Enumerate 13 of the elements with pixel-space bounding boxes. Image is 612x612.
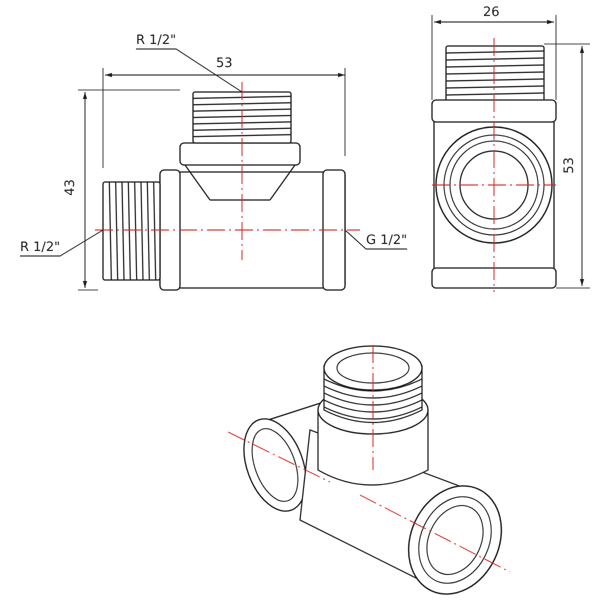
thread-label: R 1/2" [136,33,176,48]
dimension-label: 53 [216,56,233,71]
side-thread-drawing [102,181,161,281]
dimension-label: 53 [562,157,577,174]
dimension-label: 43 [62,179,78,196]
leader-line [136,48,242,92]
leader-line [344,230,408,250]
top-thread-drawing [192,91,292,144]
leader-line [20,230,104,256]
thread-label: G 1/2" [366,233,408,248]
dimension-label: 26 [483,5,500,20]
outlet-end-drawing [322,169,346,291]
thread-label: R 1/2" [20,240,60,255]
